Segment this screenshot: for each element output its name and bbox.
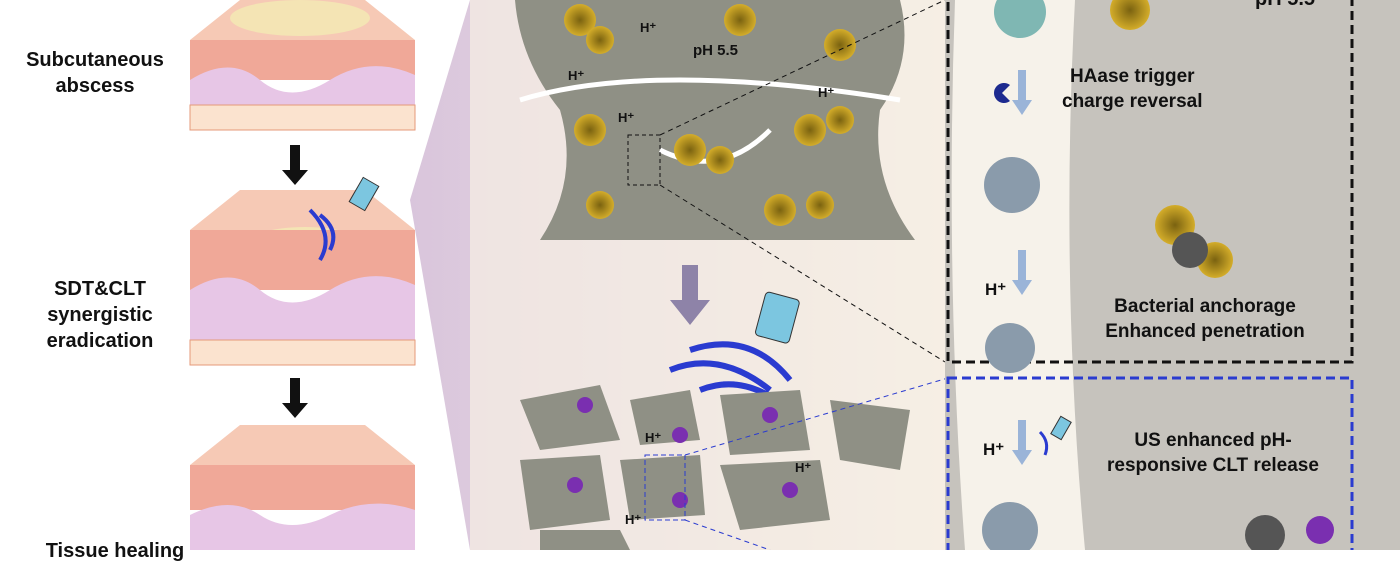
released-drug bbox=[567, 397, 798, 508]
penetration-box bbox=[946, 0, 1354, 364]
diagram-graphics bbox=[189, 0, 1400, 550]
skin-block-healed bbox=[190, 425, 415, 550]
process-arrow bbox=[670, 265, 710, 325]
skin-block-treatment bbox=[189, 176, 416, 366]
proton-label: H⁺ bbox=[618, 110, 635, 125]
us-release-label: US enhanced pH-responsive CLT release bbox=[1107, 430, 1319, 476]
ultrasound-transducer bbox=[755, 291, 800, 344]
proton-label: H⁺ bbox=[795, 460, 812, 475]
proton-label: H⁺ bbox=[983, 440, 1005, 459]
right-ph-label: pH 5.5 bbox=[1255, 0, 1315, 11]
bacteria-cluster bbox=[564, 4, 856, 226]
proton-label: H⁺ bbox=[818, 85, 835, 100]
proton-label: H⁺ bbox=[625, 512, 642, 527]
down-arrows bbox=[282, 145, 308, 418]
nanoparticle bbox=[994, 0, 1046, 38]
proton-label: H⁺ bbox=[645, 430, 662, 445]
release-box bbox=[946, 376, 1354, 550]
proton-label: H⁺ bbox=[985, 280, 1007, 299]
proton-label: H⁺ bbox=[640, 20, 657, 35]
abscess-tissue bbox=[515, 0, 915, 240]
skin-block-abscess bbox=[189, 0, 416, 131]
flow-arrows bbox=[1012, 70, 1032, 465]
label-tissue-healing: Tissue healing bbox=[45, 540, 185, 562]
proton-label: H⁺ bbox=[568, 68, 585, 83]
middle-ph-label: pH 5.5 bbox=[693, 42, 739, 59]
